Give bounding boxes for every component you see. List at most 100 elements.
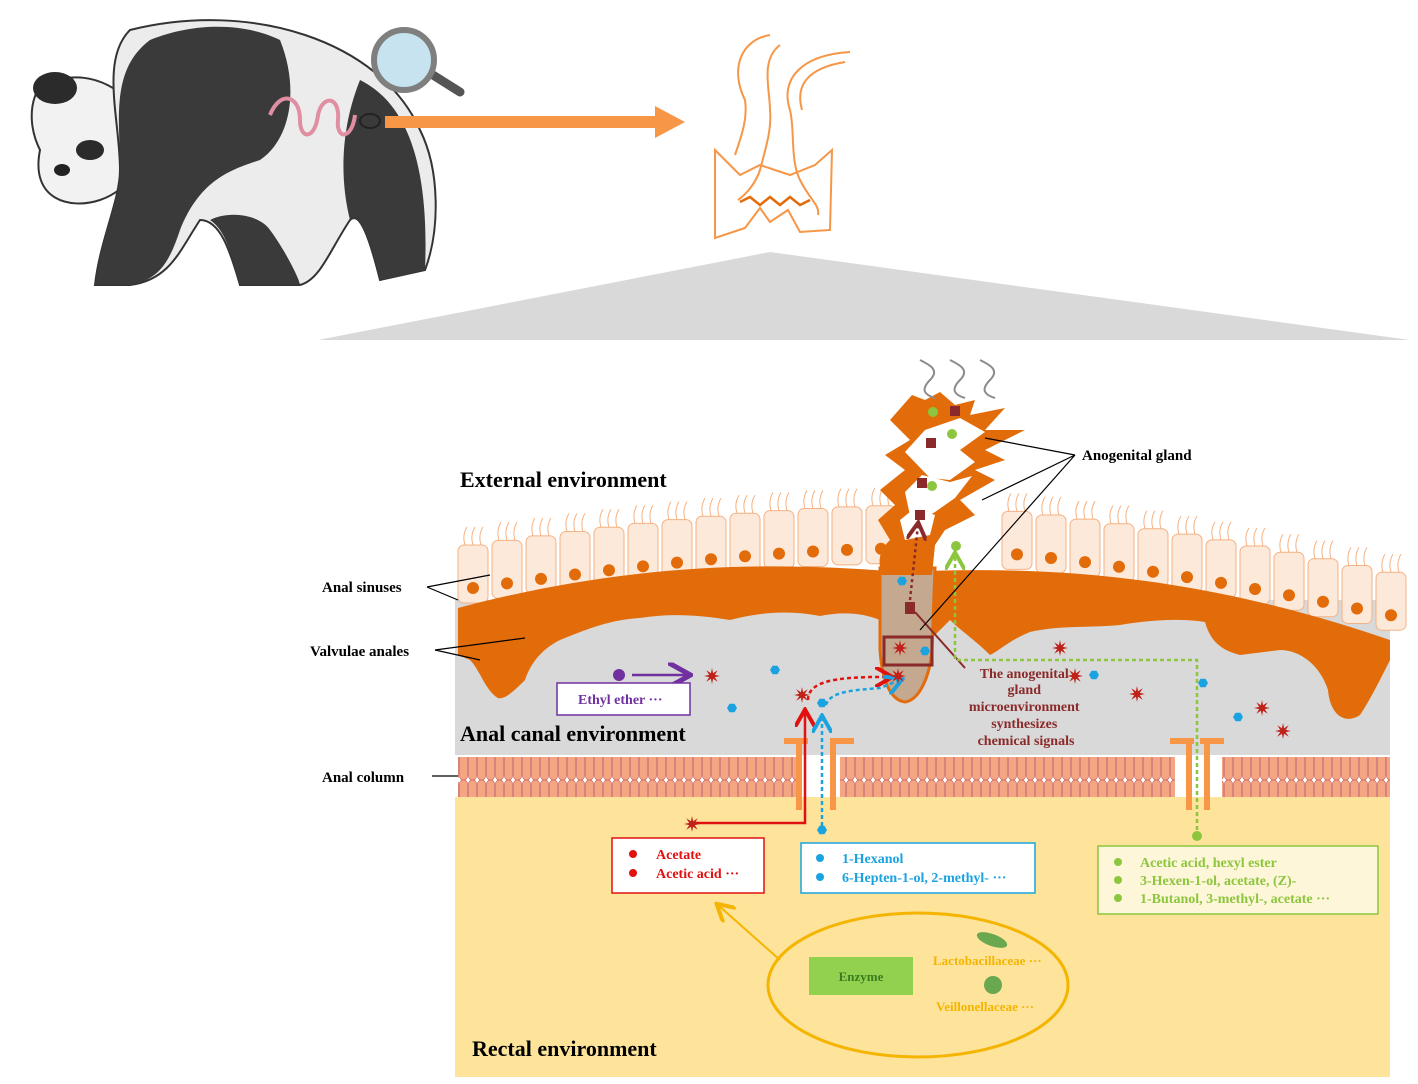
acetate-label: Acetate	[656, 848, 701, 863]
cilium	[599, 509, 604, 528]
microenvironment-box	[882, 635, 934, 667]
epithelial-cell	[1103, 523, 1135, 583]
cilium	[1245, 527, 1250, 547]
cell-nucleus	[569, 568, 581, 581]
cilium	[471, 526, 476, 546]
cell-nucleus	[1351, 602, 1363, 615]
leader-lines	[426, 437, 1076, 777]
cilium	[1015, 493, 1020, 512]
cilium	[1355, 547, 1360, 566]
cell-nucleus	[535, 572, 547, 585]
microbes-ellipse	[766, 911, 1070, 1059]
enzyme-box	[809, 957, 913, 995]
cell-nucleus	[739, 550, 751, 563]
canal-molecules	[684, 576, 1291, 841]
cilium	[769, 492, 774, 511]
anal-column-mid	[840, 757, 1175, 797]
cilium	[573, 513, 578, 532]
hexenol-acetate-label: 3-Hexen-1-ol, acetate, (Z)-	[1140, 874, 1297, 889]
cilium	[497, 522, 502, 541]
cilium	[479, 526, 484, 546]
cilium	[1321, 540, 1326, 559]
cilium	[701, 497, 706, 517]
cell-nucleus	[1181, 571, 1193, 584]
cell-nucleus	[1249, 582, 1261, 595]
cilium	[641, 505, 646, 524]
rectal-environment-label: Rectal environment	[472, 1036, 657, 1061]
epithelial-cell	[1205, 539, 1237, 599]
zoom-fan	[318, 252, 1410, 340]
cilium	[675, 501, 680, 520]
acid-molecule	[794, 687, 810, 703]
cell-nucleus	[603, 564, 615, 577]
cell-nucleus	[1317, 595, 1329, 608]
external-environment-label: External environment	[460, 467, 667, 492]
cilium	[683, 501, 688, 520]
epithelial-cell	[1035, 514, 1067, 574]
ethyl-ether-label: Ethyl ether ···	[578, 693, 663, 708]
cell-nucleus	[841, 543, 853, 556]
cell-nucleus	[1079, 556, 1091, 569]
enzyme-label: Enzyme	[839, 969, 884, 984]
cilium	[463, 526, 468, 546]
cilium	[505, 522, 510, 541]
epithelial-cell	[695, 515, 727, 575]
heptenol-label: 6-Hepten-1-ol, 2-methyl- ···	[842, 871, 1006, 886]
odor-waves-icon	[919, 359, 996, 399]
zoom-arrow	[385, 106, 685, 138]
cell-nucleus	[467, 582, 479, 594]
cell-nucleus	[1385, 609, 1397, 622]
cilium	[633, 505, 638, 524]
hexyl-ester-label: Acetic acid, hexyl ester	[1140, 856, 1277, 871]
epithelial-cell	[1239, 545, 1271, 605]
cilium	[1049, 496, 1054, 516]
cilium	[581, 513, 586, 532]
cilium	[513, 522, 518, 541]
cilium	[1227, 521, 1232, 541]
cilium	[1219, 521, 1224, 541]
cilium	[735, 494, 740, 514]
cilium	[1143, 510, 1148, 529]
acid-molecule	[684, 816, 700, 832]
cilium	[709, 497, 714, 517]
cilium	[1329, 540, 1334, 559]
lactobacillaceae-label: Lactobacillaceae ···	[933, 953, 1042, 968]
valvulae-anales-label: Valvulae anales	[310, 644, 409, 660]
hexanol-label: 1-Hexanol	[842, 852, 904, 867]
epithelial-cell	[729, 512, 761, 572]
cilium	[1075, 500, 1080, 520]
alcohol-molecule	[770, 665, 780, 675]
cilium	[547, 517, 552, 537]
cilium	[743, 494, 748, 514]
anal-canal-label: Anal canal environment	[460, 721, 686, 746]
alcohol-molecule	[817, 698, 827, 708]
ethyl-dot	[613, 669, 625, 681]
cilium	[1091, 500, 1096, 520]
cilium	[1287, 534, 1292, 553]
alcohol-molecule	[727, 703, 737, 713]
cilium	[1347, 547, 1352, 566]
cilium	[717, 497, 722, 517]
anal-sinuses-label: Anal sinuses	[322, 580, 402, 596]
cilium	[1185, 515, 1190, 535]
epithelial-cell	[525, 535, 557, 595]
cilium	[1389, 553, 1394, 573]
cilium	[565, 513, 570, 532]
ester-molecule	[1192, 831, 1202, 841]
rectal-environment	[455, 797, 1390, 1077]
microenvironment-text: The anogenital gland microenvironment sy…	[969, 667, 1083, 749]
acid-molecule	[1254, 700, 1270, 716]
cilium	[1397, 553, 1402, 573]
cell-nucleus	[501, 577, 513, 590]
epithelial-cell	[1171, 533, 1203, 593]
cilium	[1057, 496, 1062, 516]
magnifier-icon	[371, 27, 465, 97]
cilium	[615, 509, 620, 528]
cell-nucleus	[671, 556, 683, 569]
epithelial-cell	[1375, 571, 1407, 631]
bacillus-icon	[976, 932, 1008, 948]
alcohol-molecule	[1233, 712, 1243, 722]
cilium	[1193, 515, 1198, 535]
alcohol-molecule	[897, 576, 907, 586]
